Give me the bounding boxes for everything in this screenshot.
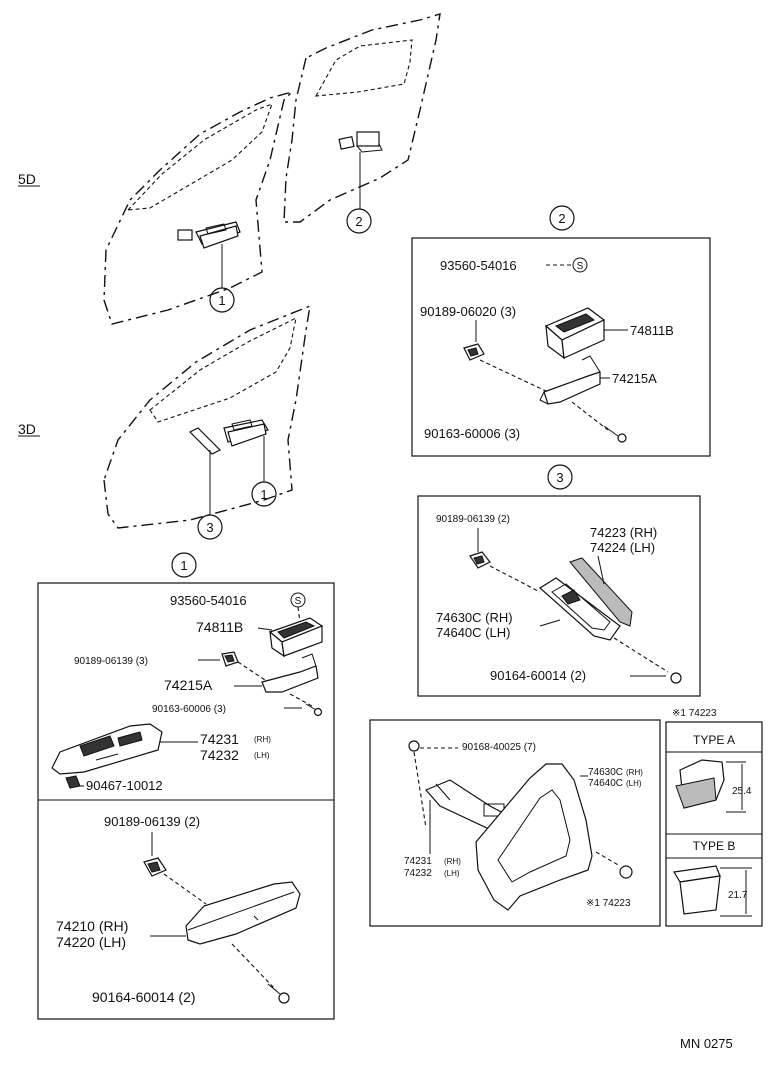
part-93560-54016-box2: 93560-54016 [440,258,517,273]
bracket-74215a-box2 [539,355,601,405]
part-74231-3d: 74231 [404,856,432,867]
type-b-label: TYPE B [693,839,736,853]
part-star-74223-3d: ※1 74223 [586,898,631,909]
part-74220-lh: 74220 (LH) [56,934,126,950]
svg-text:1: 1 [218,293,225,308]
front-switch-5d [177,221,241,249]
part-90163-60006-box2: 90163-60006 (3) [424,426,520,441]
part-90164-60014-box3: 90164-60014 (2) [490,668,586,683]
part-90189-06139-box3: 90189-06139 (2) [436,514,510,525]
clip-90189-06139-box3 [469,551,491,569]
part-93560-54016-box1: 93560-54016 [170,593,247,608]
callout-3-3d: 3 [197,514,223,540]
svg-text:(LH): (LH) [626,779,642,788]
part-74231-box1: 74231 [200,731,239,747]
part-90467-10012: 90467-10012 [86,778,163,793]
type-box-title: ※1 74223 [672,708,717,719]
dim-type-a: 25.4 [732,786,752,797]
part-90189-06139-box1: 90189-06139 (3) [74,656,148,667]
part-74210-rh: 74210 (RH) [56,918,128,934]
part-74224-lh: 74224 (LH) [590,540,655,555]
callout-3-header: 3 [547,464,573,490]
dim-type-b: 21.7 [728,890,748,901]
front-switch-3d [188,419,269,455]
svg-text:S: S [295,596,302,607]
svg-text:(RH): (RH) [444,857,461,866]
callout-1-5d: 1 [209,287,235,313]
callout-1-header: 1 [171,552,197,578]
svg-text:1: 1 [260,487,267,502]
part-90189-06020: 90189-06020 (3) [420,304,516,319]
svg-text:3: 3 [206,520,213,535]
part-74811b-box1: 74811B [196,619,243,635]
svg-text:S: S [577,261,584,272]
part-90189-06139-lower: 90189-06139 (2) [104,814,200,829]
type-box [665,721,763,927]
svg-text:2: 2 [558,211,565,226]
rear-switch-5d [338,131,383,153]
detail-box-3 [417,495,701,697]
callout-2-label: 2 [355,214,362,229]
part-74215a-box1: 74215A [164,677,213,693]
detail-box-2 [411,237,711,457]
s-mark-box2: S [572,257,588,273]
callout-2-header: 2 [549,205,575,231]
label-3d: 3D [18,421,36,437]
type-b-cap [673,865,721,915]
part-74630c-rh: 74630C (RH) [436,610,513,625]
screw-90163-box1 [305,703,323,717]
rear-door-5d [283,13,441,223]
part-90163-60006-box1: 90163-60006 (3) [152,704,226,715]
callout-1-3d: 1 [251,481,277,507]
detail-box-1 [37,582,335,1020]
detail-box-4 [369,719,661,927]
screw-90163-box2 [603,425,627,443]
type-a-cap [675,759,725,809]
clip-90189-lower [143,857,167,877]
clip-90189-06020 [463,343,485,361]
part-74811b-box2: 74811B [630,323,674,338]
part-74630c-3d: 74630C [588,767,623,778]
part-90168-40025: 90168-40025 (7) [462,742,536,753]
type-a-label: TYPE A [693,733,735,747]
screw-90164-box1 [267,983,290,1004]
grip-3d [475,763,593,911]
label-5d: 5D [18,171,36,187]
front-door-3d [103,304,311,529]
part-90164-60014-box1: 90164-60014 (2) [92,989,196,1005]
diagram-id: MN 0275 [680,1036,733,1051]
bracket-74215a-box1 [261,653,319,693]
front-door-5d [103,90,295,325]
svg-text:(RH): (RH) [626,768,643,777]
switch-74811b-box2 [544,307,606,360]
svg-text:1: 1 [180,558,187,573]
part-74640c-lh: 74640C (LH) [436,625,510,640]
part-74640c-3d: 74640C [588,778,623,789]
screw-90164-box3 [670,672,682,684]
part-74215a-box2: 74215A [612,371,657,386]
part-74232-3d: 74232 [404,868,432,879]
callout-2-5d: 2 [346,208,372,234]
armrest-74210 [185,881,301,945]
clip-90168 [408,740,420,752]
s-mark-box1: S [290,592,306,608]
clip-90467 [65,775,81,789]
grip-74630c-box3 [539,577,621,641]
svg-text:(RH): (RH) [254,735,271,744]
svg-text:(LH): (LH) [254,751,270,760]
clip-90189-06139-box1 [221,651,239,667]
cover-74223 [569,557,633,627]
part-74232-box1: 74232 [200,747,239,763]
part-74223-rh: 74223 (RH) [590,525,657,540]
svg-text:(LH): (LH) [444,869,460,878]
cap-74223-3d [619,865,633,879]
switch-74811b-box1 [268,617,324,658]
svg-text:3: 3 [556,470,563,485]
armrest-panel-74231 [51,723,163,775]
